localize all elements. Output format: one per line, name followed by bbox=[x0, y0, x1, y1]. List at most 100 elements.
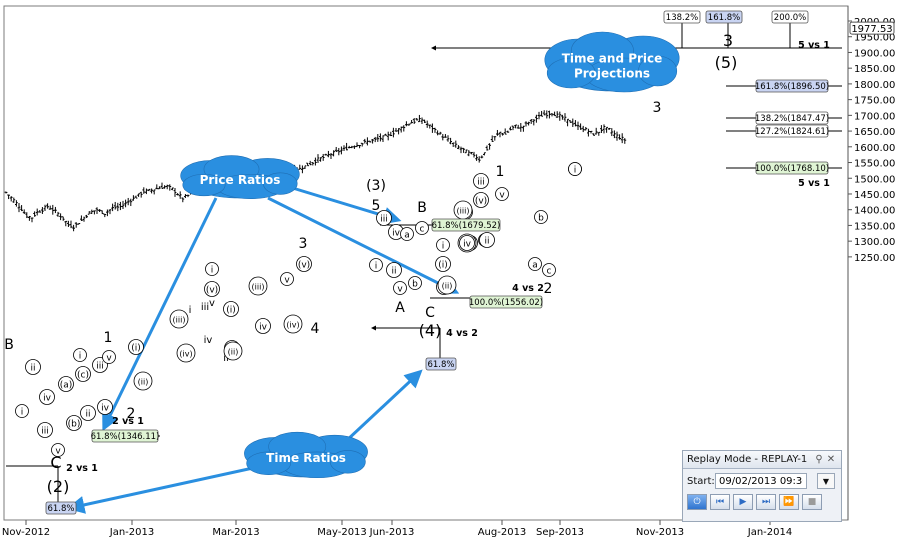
current-price-label: 1977.53 bbox=[851, 24, 892, 35]
wave-label: v bbox=[106, 354, 112, 364]
wave-label-circle bbox=[528, 257, 542, 271]
wave-label: i bbox=[79, 352, 82, 362]
wave-label-circle bbox=[66, 415, 82, 431]
wave-label: (b) bbox=[68, 420, 81, 430]
wave-label-circle bbox=[255, 318, 271, 334]
wave-label-circle bbox=[437, 275, 457, 295]
wave-label: b bbox=[538, 214, 544, 224]
wave-label: (2) bbox=[47, 477, 70, 496]
cloud-text: Time Ratios bbox=[266, 451, 346, 465]
wave-label-circle bbox=[479, 232, 495, 248]
wave-label-circle bbox=[248, 276, 268, 296]
wave-label: c bbox=[420, 225, 425, 235]
ratio-box-label: 138.2% bbox=[666, 13, 698, 23]
wave-label: (ii) bbox=[228, 348, 239, 357]
wave-label: A bbox=[395, 300, 405, 316]
skip-forward-button[interactable]: ⏩ bbox=[779, 494, 799, 510]
replay-title: Replay Mode - REPLAY-1 bbox=[687, 454, 808, 465]
wave-label: (i) bbox=[226, 306, 236, 316]
cloud-puff bbox=[546, 57, 596, 89]
cloud-puff bbox=[329, 450, 366, 474]
wave-label: ii bbox=[85, 410, 90, 420]
ratio-box bbox=[755, 161, 829, 175]
pin-icon[interactable]: ⚲ bbox=[815, 454, 823, 465]
wave-label-circle bbox=[459, 235, 475, 251]
x-tick-label: Jan-2013 bbox=[109, 527, 154, 538]
wave-label: (a) bbox=[60, 381, 73, 391]
ratio-box bbox=[755, 124, 829, 138]
time-ratio-arrow-1 bbox=[66, 464, 263, 514]
wave-label: iii bbox=[380, 215, 388, 225]
wave-label: (3) bbox=[366, 178, 386, 194]
wave-label: 5 bbox=[372, 198, 381, 214]
wave-label: (i) bbox=[438, 261, 448, 271]
skip-forward-icon: ⏩ bbox=[783, 497, 795, 507]
wave-labels: B(2)Ciiiiiiivv(a)(b)(c)iiiiiiivv12(i)(ii… bbox=[4, 31, 737, 496]
ratio-box bbox=[431, 218, 501, 232]
wave-label: C bbox=[50, 453, 61, 472]
ratio-box-label: 127.2%(1824.61) bbox=[755, 127, 829, 137]
current-price-box bbox=[849, 21, 895, 35]
wave-label: 3 bbox=[653, 100, 662, 116]
wave-label: a bbox=[404, 231, 410, 241]
wave-label: iii bbox=[96, 362, 104, 372]
price-ratio-arrow-1 bbox=[102, 197, 218, 432]
wave-label: 3 bbox=[723, 31, 733, 50]
y-tick-label: 1300.00 bbox=[854, 237, 895, 248]
wave-label: c bbox=[547, 267, 552, 277]
wave-label: i bbox=[21, 408, 24, 418]
x-tick-label: Sep-2013 bbox=[536, 527, 584, 538]
wave-label-circle bbox=[39, 389, 55, 405]
wave-label: ii bbox=[391, 267, 396, 277]
play-icon: ▶ bbox=[739, 497, 747, 507]
wave-label-circle bbox=[97, 399, 113, 415]
ratio-box-label: 200.0% bbox=[774, 13, 806, 23]
y-tick-label: 1700.00 bbox=[854, 111, 895, 122]
vs-label: 5 vs 1 bbox=[798, 178, 830, 189]
wave-label: B bbox=[417, 200, 427, 216]
skip-back-button[interactable]: ⏮ bbox=[710, 494, 730, 510]
step-forward-button[interactable]: ⏭ bbox=[756, 494, 776, 510]
wave-label-circle bbox=[376, 210, 392, 226]
x-tick-label: May-2013 bbox=[317, 527, 367, 538]
wave-label: iii bbox=[201, 302, 209, 313]
ratio-box bbox=[755, 79, 829, 93]
wave-label: v bbox=[55, 447, 61, 457]
replay-panel: Replay Mode - REPLAY-1 ⚲ ✕ Start: ▼ ⏻ ⏮ … bbox=[682, 450, 842, 522]
y-tick-label: 1400.00 bbox=[854, 206, 895, 217]
close-icon[interactable]: ✕ bbox=[826, 454, 836, 465]
cloud-puff bbox=[638, 55, 678, 87]
wave-label: iv bbox=[392, 229, 401, 239]
y-tick-label: 1950.00 bbox=[854, 33, 895, 44]
power-button[interactable]: ⏻ bbox=[687, 494, 707, 510]
vs-label: 4 vs 2 bbox=[446, 328, 478, 339]
wave-label-circle bbox=[473, 192, 489, 208]
cloud-puff bbox=[263, 172, 298, 195]
wave-label: iv bbox=[463, 240, 472, 250]
wave-label: iii bbox=[41, 427, 49, 437]
ratio-boxes: 61.8%(1346.11)61.8%(1679.52)100.0%(1556.… bbox=[45, 10, 829, 515]
wave-label-circle bbox=[415, 221, 429, 235]
play-button[interactable]: ▶ bbox=[733, 494, 753, 510]
chevron-down-icon[interactable]: ▼ bbox=[817, 473, 835, 489]
start-input[interactable] bbox=[715, 473, 807, 489]
stop-button[interactable]: ■ bbox=[802, 494, 822, 510]
y-tick-label: 1800.00 bbox=[854, 80, 895, 91]
wave-label: (i) bbox=[131, 344, 141, 354]
price-ratio-arrow-3 bbox=[267, 196, 460, 294]
ratio-box-label: 61.8%(1346.11) bbox=[91, 432, 160, 442]
wave-label: ii bbox=[223, 353, 229, 364]
wave-label: (iii) bbox=[252, 283, 265, 292]
wave-label: ii bbox=[30, 364, 35, 374]
wave-label: iv bbox=[259, 323, 268, 333]
wave-label: (4) bbox=[419, 321, 442, 340]
plot-area bbox=[3, 5, 849, 521]
wave-label: iv bbox=[101, 404, 110, 414]
wave-label-circle bbox=[283, 314, 303, 334]
cloud-puff bbox=[246, 451, 291, 476]
wave-label-circle bbox=[75, 366, 91, 382]
y-tick-label: 1850.00 bbox=[854, 64, 895, 75]
wave-label: 3 bbox=[299, 236, 308, 252]
